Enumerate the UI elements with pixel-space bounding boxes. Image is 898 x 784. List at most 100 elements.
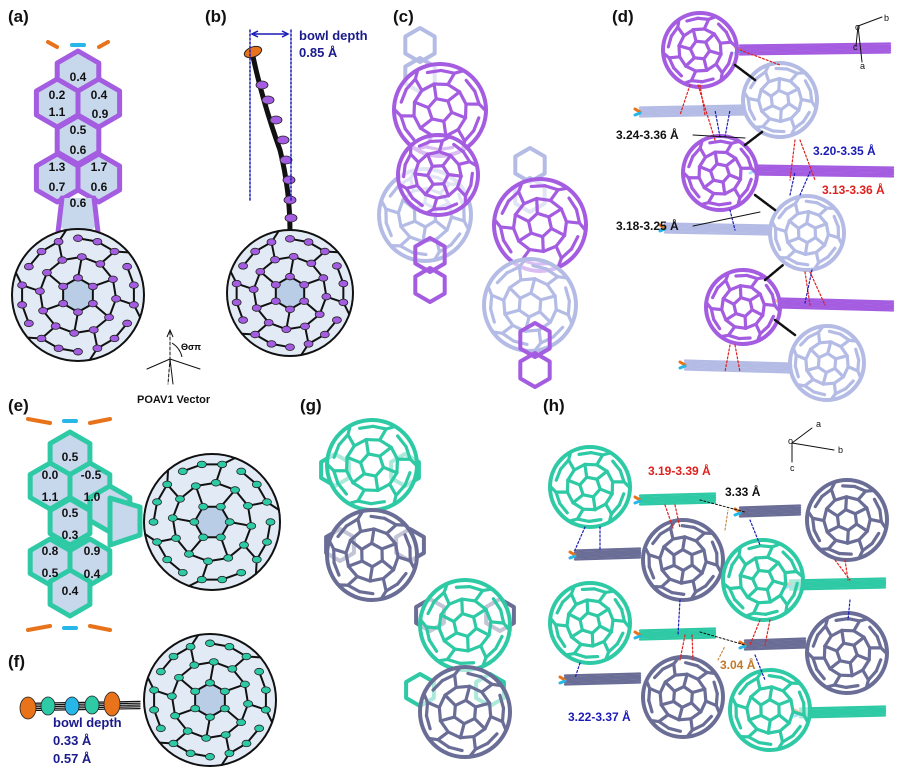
cage-bond: [556, 256, 564, 269]
cage-bond: [677, 44, 682, 59]
cage-bond: [756, 88, 763, 103]
cage-bond: [793, 201, 800, 216]
cage-bond: [727, 51, 734, 66]
cage-bond: [758, 685, 774, 691]
cage-bond: [415, 183, 427, 197]
atom-ellipsoid: [155, 667, 166, 676]
cage-bond: [673, 672, 689, 677]
cage-bond: [716, 278, 728, 290]
cage-bond: [663, 680, 677, 693]
cage-bond: [829, 628, 844, 638]
cage-bond: [454, 684, 472, 690]
cage-bond: [846, 522, 859, 532]
bowl-fragment-lavender: [658, 222, 772, 236]
cage-bond: [826, 547, 841, 556]
cage-bond: [555, 600, 565, 615]
cage-bond: [399, 224, 412, 239]
cage-bond: [575, 507, 585, 521]
atom-ellipsoid: [236, 718, 246, 727]
cage-bond: [613, 598, 624, 612]
cage-bond: [529, 277, 537, 295]
cage-bond: [362, 488, 380, 493]
cage-bond: [797, 97, 804, 112]
cage-bond: [609, 503, 621, 516]
cage-bond: [778, 583, 788, 597]
cage-bond: [592, 587, 608, 595]
fullerene-outline: [396, 133, 480, 217]
cage-bond: [399, 87, 408, 104]
bromine-bond: [558, 675, 567, 682]
atom-ellipsoid: [53, 344, 64, 353]
atom-ellipsoid: [168, 652, 179, 661]
cage-bond: [500, 323, 515, 335]
cage-bond: [713, 150, 719, 166]
cage-bond: [569, 235, 580, 251]
cage-bond: [360, 559, 374, 569]
cage-bond: [396, 555, 412, 563]
cage-bond: [777, 207, 788, 220]
aromatic-ring: [403, 26, 437, 64]
cage-bond: [739, 296, 752, 303]
stick-bond: [663, 231, 772, 236]
cage-bond: [788, 71, 799, 83]
nitrogen-bond: [633, 499, 642, 505]
cage-bond: [771, 579, 788, 587]
cage-bond: [746, 156, 754, 170]
cage-bond: [472, 116, 481, 133]
bowl-fragment-slate: [568, 547, 642, 561]
cage-bond: [442, 172, 450, 186]
cage-bond: [796, 87, 804, 102]
fullerene-outline: [788, 324, 866, 402]
atom-ellipsoid: [152, 498, 162, 506]
cage-bond: [551, 325, 565, 339]
cage-bond: [694, 68, 709, 73]
fullerene-c60: [805, 478, 889, 562]
cage-bond: [705, 62, 718, 72]
ring-value: 0.6: [69, 143, 87, 157]
atom-ellipsoid: [171, 534, 181, 542]
nitrogen-bond: [568, 554, 577, 560]
cage-bond: [684, 64, 698, 73]
stick-bond: [798, 712, 887, 717]
cage-bond: [597, 600, 611, 611]
bromine-bond: [97, 40, 110, 49]
cage-bond: [445, 657, 462, 665]
distance-label-blue: 3.20-3.35 Å: [813, 144, 876, 158]
cage-bond: [874, 658, 883, 673]
distance-label-orange: 3.04 Å: [720, 658, 756, 672]
atom-ellipsoid: [318, 274, 329, 282]
cage-bond: [812, 261, 821, 271]
contact-line-blue: [677, 599, 681, 636]
stick-bond: [563, 676, 642, 682]
cage-bond: [868, 517, 883, 524]
fullerene-outline: [325, 418, 419, 512]
atom-ellipsoid: [177, 568, 188, 577]
cage-bond: [481, 587, 494, 593]
cage-bond: [672, 699, 684, 709]
cage-bond: [351, 472, 366, 485]
cage-bond: [356, 499, 373, 506]
cage-bond: [793, 249, 807, 256]
bowl-fragment-lavender: [633, 104, 747, 118]
stick-bond: [788, 584, 887, 589]
cage-bond: [811, 516, 826, 523]
cage-bond: [686, 176, 694, 190]
cage-bond: [381, 568, 396, 581]
stick-bond: [638, 104, 747, 109]
atom-ellipsoid: [319, 330, 330, 339]
distance-label-red: 3.19-3.39 Å: [648, 464, 711, 478]
distance-label-blue: 3.22-3.37 Å: [568, 710, 631, 724]
cage-bond: [511, 226, 521, 243]
bowl-depth-label: bowl depth: [53, 715, 122, 730]
stick-bond: [753, 170, 895, 176]
cage-bond: [783, 569, 798, 575]
cage-bond: [734, 703, 749, 710]
cage-bond: [358, 452, 370, 465]
cage-bond: [728, 586, 737, 601]
nitrogen-bond: [633, 634, 642, 640]
nitrogen-bond: [558, 679, 567, 685]
cage-bond: [418, 617, 428, 629]
atom-ellipsoid: [196, 575, 207, 584]
cage-bond: [446, 172, 463, 178]
